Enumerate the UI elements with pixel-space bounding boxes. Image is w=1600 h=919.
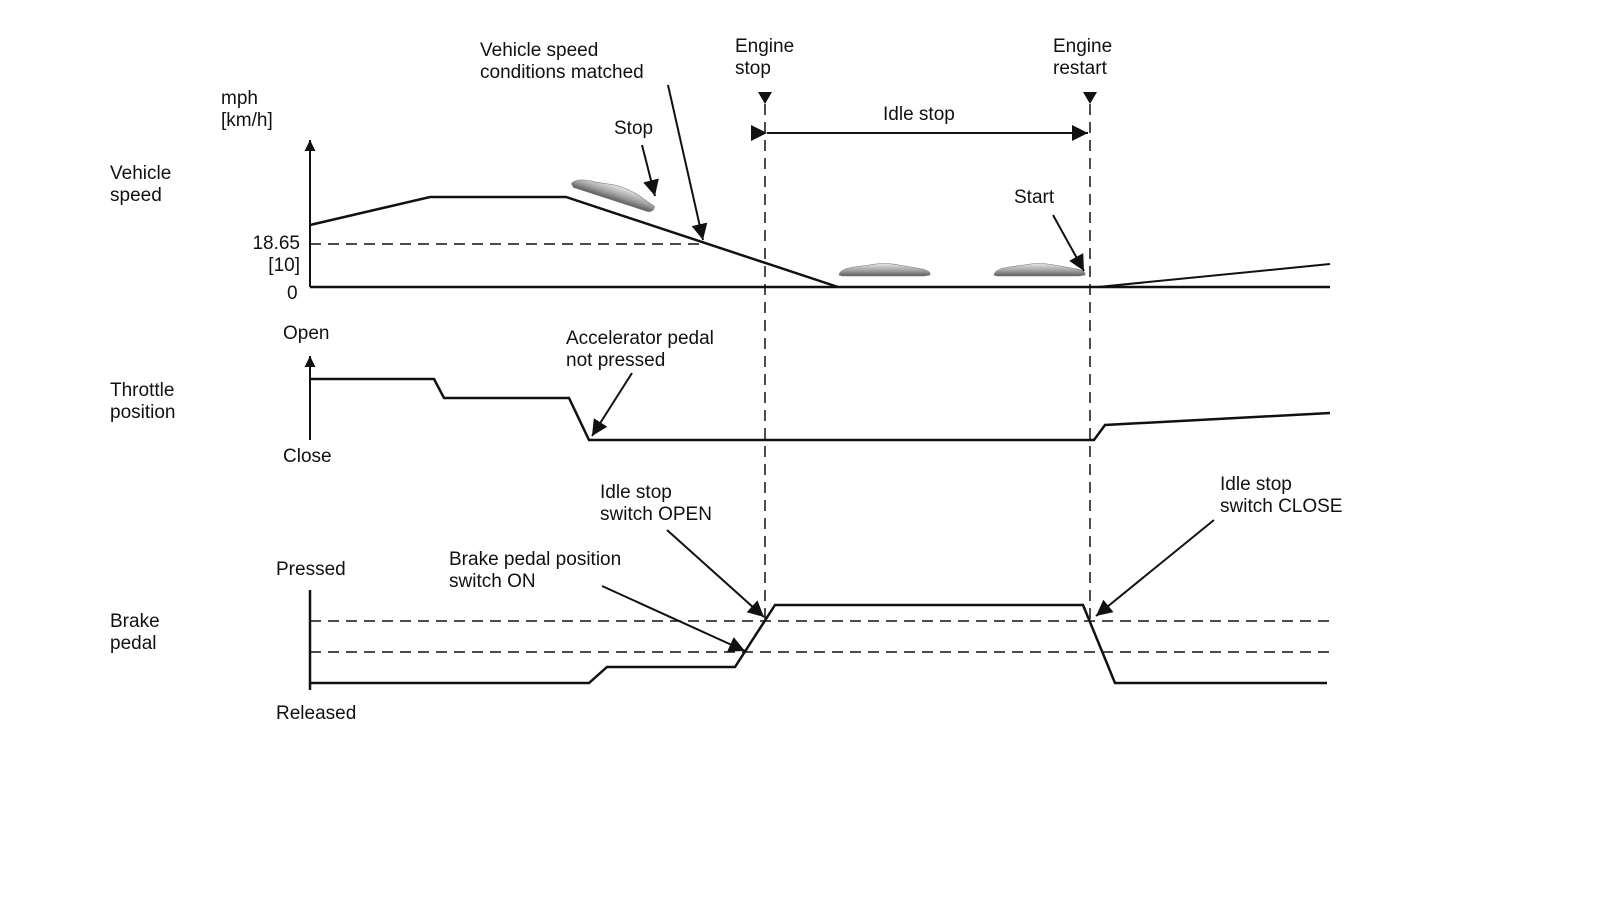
conditions-matched-arrow <box>667 84 708 241</box>
speed-zero-label: 0 <box>287 283 298 304</box>
brake-pedal-label: Brake pedal <box>110 611 160 654</box>
idle-open-arrow <box>666 529 765 618</box>
vehicle-speed-label: Vehicle speed <box>110 163 172 206</box>
idle-close-label: Idle stop switch CLOSE <box>1220 474 1343 517</box>
engine-stop-marker-icon <box>758 92 772 104</box>
engine-stop-label: Engine stop <box>735 36 795 79</box>
brake-pressed-label: Pressed <box>276 559 346 580</box>
conditions-matched-label: Vehicle speed conditions matched <box>480 40 644 83</box>
speed-unit-label: mph [km/h] <box>221 88 273 131</box>
throttle-curve <box>310 377 1331 442</box>
car-icon <box>993 263 1086 277</box>
accelerator-arrow <box>591 372 633 437</box>
car-icon <box>838 263 931 277</box>
speed-curve <box>309 195 839 289</box>
throttle-position-label: Throttle position <box>110 380 176 423</box>
car-icon <box>571 179 655 212</box>
brake-released-label: Released <box>276 703 357 724</box>
stop-arrow <box>641 144 659 197</box>
switch-on-label: Brake pedal position switch ON <box>449 549 622 592</box>
switch-on-arrow <box>601 585 746 652</box>
throttle-open-label: Open <box>283 323 330 344</box>
engine-restart-marker-icon <box>1083 92 1097 104</box>
brake-curve <box>310 603 1327 685</box>
speed-restart-curve <box>1097 263 1331 288</box>
accelerator-label: Accelerator pedal not pressed <box>566 328 714 371</box>
start-arrow <box>1052 214 1085 272</box>
speed-threshold-label: 18.65 [10] <box>252 233 300 276</box>
idle-open-label: Idle stop switch OPEN <box>600 482 712 525</box>
throttle-close-label: Close <box>283 446 332 467</box>
start-label: Start <box>1014 187 1055 208</box>
engine-restart-label: Engine restart <box>1053 36 1113 79</box>
idle-close-arrow <box>1095 519 1215 617</box>
stop-label: Stop <box>614 118 654 139</box>
idle-stop-label: Idle stop <box>883 104 955 125</box>
